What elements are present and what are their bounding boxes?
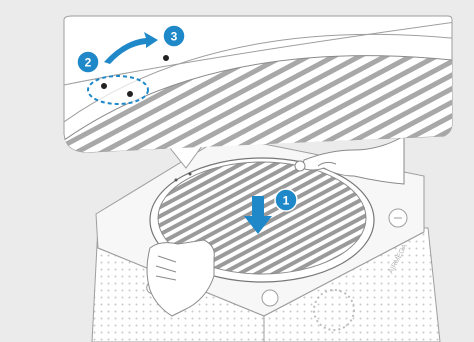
latch-dot-left	[101, 83, 107, 89]
dashed-highlight-icon	[88, 76, 148, 104]
mode-button-icon	[262, 290, 278, 306]
step-1-number: 1	[283, 194, 290, 208]
latch-dot-right	[127, 91, 133, 97]
rim-marker-left	[175, 179, 178, 182]
latch-dot-target	[163, 55, 169, 61]
step-2-number: 2	[85, 56, 92, 70]
step-3-number: 3	[171, 30, 178, 44]
latch-knob-icon	[295, 161, 305, 171]
rim-marker-right	[189, 173, 192, 176]
